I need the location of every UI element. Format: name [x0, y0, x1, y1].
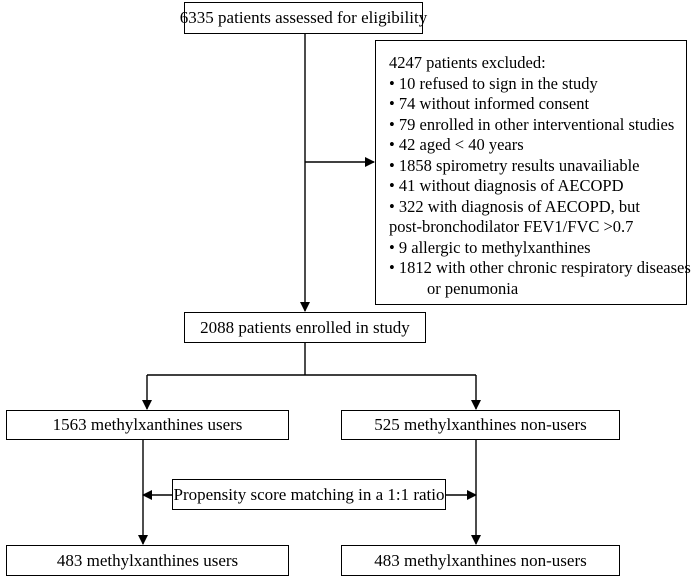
excluded-item: • 74 without informed consent [389, 94, 590, 113]
excluded-item: or penumonia [427, 278, 519, 298]
users-box: 1563 methylxanthines users [6, 410, 289, 440]
excluded-item: • 9 allergic to methylxanthines [389, 237, 591, 257]
matched-non-users-box: 483 methylxanthines non-users [341, 545, 620, 576]
excluded-item: • 41 without diagnosis of AECOPD [389, 176, 624, 195]
users-text: 1563 methylxanthines users [52, 415, 243, 434]
excluded-item: post-bronchodilator FEV1/FVC >0.7 [389, 217, 634, 236]
excluded-item: • 42 aged < 40 years [389, 135, 524, 154]
non-users-box: 525 methylxanthines non-users [341, 410, 620, 440]
assessed-box: 6335 patients assessed for eligibility [180, 2, 427, 34]
enrolled-box: 2088 patients enrolled in study [184, 312, 426, 343]
excluded-item: • 79 enrolled in other interventional st… [389, 114, 675, 134]
excluded-box: 4247 patients excluded: • 10 refused to … [375, 40, 691, 305]
assessed-text: 6335 patients assessed for eligibility [179, 8, 428, 27]
excluded-item: • 322 with diagnosis of AECOPD, but [389, 196, 640, 216]
matching-text: Propensity score matching in a 1:1 ratio [173, 484, 445, 504]
matching-box: Propensity score matching in a 1:1 ratio [172, 479, 446, 510]
excluded-item: • 10 refused to sign in the study [389, 73, 598, 93]
enrolled-text: 2088 patients enrolled in study [200, 317, 410, 337]
excluded-item: • 1858 spirometry results unavailiable [389, 155, 640, 175]
matched-users-box: 483 methylxanthines users [6, 545, 289, 576]
excluded-item: • 1812 with other chronic respiratory di… [389, 258, 691, 277]
non-users-text: 525 methylxanthines non-users [374, 415, 587, 434]
excluded-title: 4247 patients excluded: [389, 53, 546, 72]
matched-users-text: 483 methylxanthines users [56, 550, 239, 570]
matched-non-users-text: 483 methylxanthines non-users [374, 550, 587, 570]
